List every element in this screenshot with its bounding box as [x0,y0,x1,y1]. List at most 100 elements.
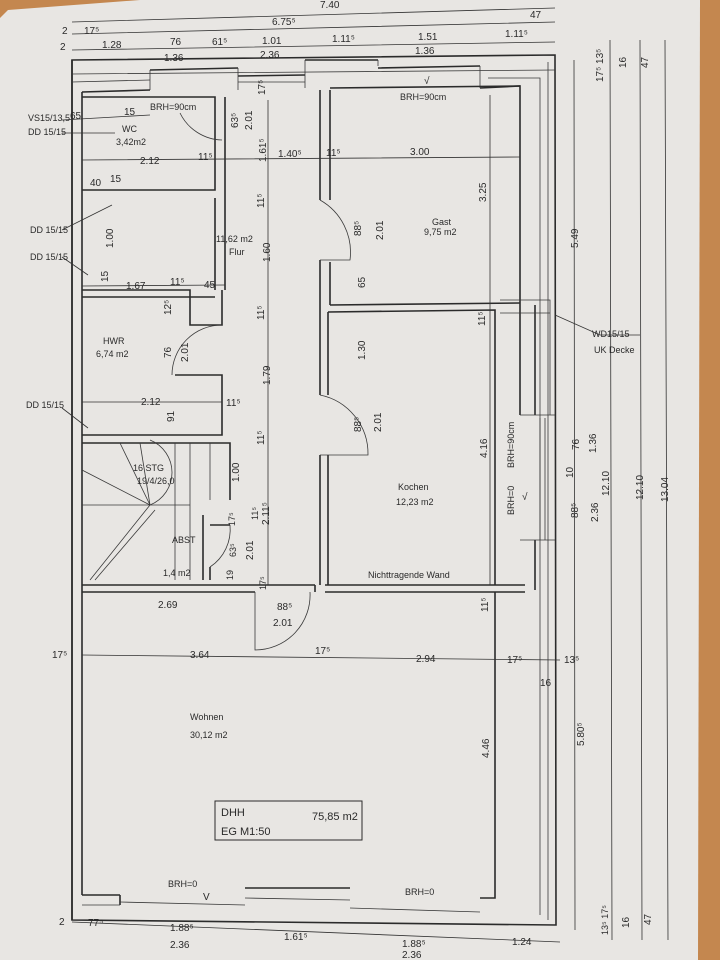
dim: 2.11⁵ [261,502,272,525]
title-block: DHH 75,85 m2 EG M1:50 [214,800,363,841]
dim: 17⁵ [258,576,268,590]
doors [171,112,369,651]
note-wd: WD15/15 [592,329,630,339]
dim: 1.88⁵ [170,923,194,934]
dim: 2.01 [373,412,384,432]
room-gast-area: 9,75 m2 [424,227,457,237]
room-kochen-name: Kochen [398,482,429,492]
note-dd: DD 15/15 [28,127,66,137]
dim: 1.61⁵ [258,138,269,162]
dim: 11⁵ [170,277,185,288]
dim: 3.64 [190,650,210,661]
dim: 1.24 [512,937,532,948]
kitchen-dimensions: 4.16 10 76 1.36 88⁵ 2.36 12.10 12.10 13.… [479,433,671,522]
title-floor-scale: EG M1:50 [221,826,271,838]
note-non-bearing-wall: Nichttragende Wand [368,570,450,580]
dim: 11⁵ [256,305,267,320]
dim: 2.94 [416,654,436,665]
dim: 2.36 [402,950,422,960]
dim: 65 [357,276,368,288]
hwr-dimensions: 12⁵ 76 2.01 2.12 11⁵ 91 [141,300,241,422]
dim: 2 [60,42,66,53]
dim: 1.11⁵ [332,34,355,45]
dim: 1.36 [415,46,435,57]
room-gast-name: Gast [432,217,452,227]
bottom-dimensions: 2 77⁵ 1.88⁵ 2.36 1.61⁵ 1.88⁵ 2.36 1.24 1… [59,905,654,960]
room-wc-name: WC [122,124,137,134]
walls [71,54,557,926]
dim: 1.51 [418,32,438,43]
dim: 13⁵ [564,655,579,666]
dim: 1.00 [231,462,242,482]
dim: 17⁵ [315,646,330,657]
upper-dimensions: 65 15 63⁵ 2.01 17⁵ 1.61⁵ 1.40⁵ 11⁵ 3.00 … [70,80,430,189]
dim: 12⁵ [163,300,174,315]
annotations: BRH=90cm BRH=90cm √ VS15/13,5 DD 15/15 D… [26,75,635,903]
note-dd: DD 15/15 [30,252,68,262]
dim: 76 [170,37,182,48]
dim: 1.00 [105,228,116,248]
dim: 1.61⁵ [284,932,308,943]
dim: 11⁵ [256,193,267,208]
dim: 1.36 [164,53,184,64]
room-abst-area: 1,4 m2 [163,568,191,578]
check-mark: √ [522,491,528,503]
dim: 47 [643,913,654,925]
dim: 63⁵ [230,113,241,128]
dim: 16 [621,916,632,928]
dim: 47 [530,10,542,21]
dim: 13⁵ 17⁵ [600,905,610,935]
dim: 12.10 [601,471,612,496]
dim: 17⁵ [84,26,99,37]
title-building-type: DHH [221,807,245,819]
dim: 2.36 [590,502,601,522]
dim: 1.01 [262,36,282,47]
dim: 2.01 [375,220,386,240]
dim: 77⁵ [88,918,103,929]
lower-dimensions: 2.69 88⁵ 2.01 17⁵ 3.64 17⁵ 2.94 17⁵ 13⁵ … [52,597,587,758]
room-wc-area: 3,42m2 [116,137,146,147]
dim: 3.00 [410,147,430,158]
room-kochen-area: 12,23 m2 [396,497,434,507]
note-brh0-right: BRH=0 [405,887,434,897]
room-flur-area: 11,62 m2 [216,234,253,244]
dim: 88⁵ [353,221,364,236]
dim: 88⁵ [353,417,364,432]
dim: 1.30 [357,340,368,360]
dim: 17⁵ [227,512,237,526]
dim: 19 [225,570,235,580]
note-vs: VS15/13,5 [28,113,70,123]
dim: 91 [166,410,177,422]
dim: 2.01 [273,618,293,629]
note-brh-kochen: BRH=90cm [506,422,516,468]
dim: 1.79 [262,365,273,385]
dim: 17⁵ [507,655,522,666]
note-brh-wc: BRH=90cm [150,102,196,112]
dim: 16 [618,56,629,68]
dim-inner-width: 6.75⁵ [272,17,296,28]
dim: 2.01 [244,110,255,130]
dim: 47 [640,56,651,68]
title-total-area: 75,85 m2 [312,811,358,823]
dim: 11⁵ [326,148,341,159]
dim: 1.28 [102,40,122,51]
dim: 2.69 [158,600,178,611]
dim: 2.01 [180,342,191,362]
dim: 2 [59,917,65,928]
dim: 15 [124,107,136,118]
dim: 65 [70,111,82,122]
room-hwr-name: HWR [103,336,125,346]
dim: 12.10 [635,475,646,500]
dim: 16 [540,678,552,689]
dim: 45 [204,280,216,291]
room-abst-name: ABST [172,535,196,545]
room-wohnen-name: Wohnen [190,712,223,722]
dim: 88⁵ [277,602,292,613]
dim: 11⁵ [477,311,488,326]
dim: 2.01 [245,540,256,560]
dim: 5.80⁵ [576,722,587,746]
dim: 17⁵ [52,650,67,661]
stair-dimensions: 1.00 17⁵ 11⁵ 2.11⁵ 63⁵ 2.01 19 17⁵ [225,462,272,590]
dim: 11⁵ [256,430,267,445]
dim: 76 [571,438,582,450]
